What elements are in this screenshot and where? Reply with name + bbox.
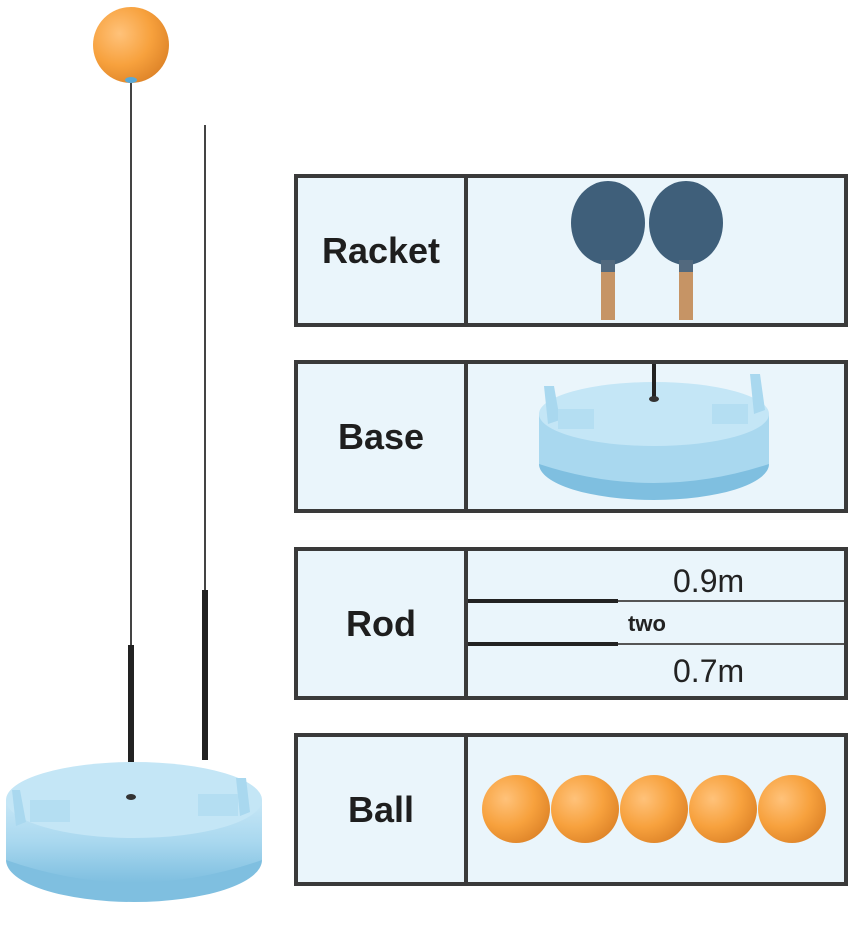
rod-long-line (468, 600, 844, 602)
ball-label-cell: Ball (298, 737, 468, 882)
racket-label-cell: Racket (298, 178, 468, 323)
ball-icon (758, 775, 826, 843)
rod-long-grip (128, 645, 134, 795)
racket-row: Racket (294, 174, 848, 327)
rod-label: Rod (346, 602, 416, 644)
rod-row: Rod 0.9m two 0.7m (294, 547, 848, 700)
rod-image: 0.9m two 0.7m (468, 551, 844, 696)
base-icon (539, 364, 769, 500)
base-image (468, 364, 844, 509)
ball-icon (689, 775, 757, 843)
ball-icon (482, 775, 550, 843)
rod-label-cell: Rod (298, 551, 468, 696)
base-illustration (6, 762, 262, 902)
ball-image (468, 737, 844, 882)
base-label: Base (337, 415, 425, 457)
rod-short-line (468, 643, 844, 645)
racket-label: Racket (321, 229, 441, 271)
rod-long-grip-line (468, 599, 618, 603)
rod-length-short: 0.7m (673, 653, 745, 689)
rod-count: two (628, 611, 666, 636)
ball-on-rod (93, 7, 169, 83)
ball-icon (551, 775, 619, 843)
rod-short-grip-line (468, 642, 618, 646)
rod-length-long: 0.9m (673, 563, 745, 599)
ball-label: Ball (347, 788, 415, 830)
base-row: Base (294, 360, 848, 513)
racket-icon (571, 181, 645, 320)
racket-image (468, 178, 844, 323)
racket-icon (649, 181, 723, 320)
ball-icon (620, 775, 688, 843)
rod-short-grip (202, 590, 208, 760)
ball-row: Ball (294, 733, 848, 886)
base-label-cell: Base (298, 364, 468, 509)
